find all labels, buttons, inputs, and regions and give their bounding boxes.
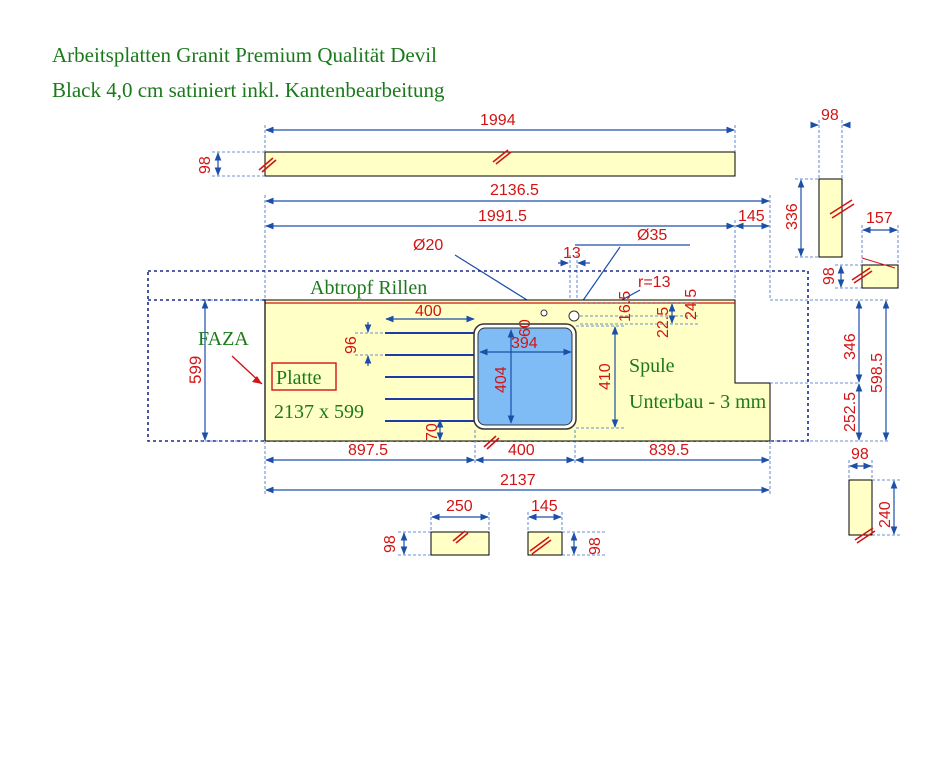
- dim-side-98: 98: [821, 107, 839, 124]
- dim-145-98: 98: [587, 537, 604, 555]
- dim-240: 240: [877, 501, 894, 528]
- platte-label: Platte: [276, 367, 322, 389]
- title-line-1: Arbeitsplatten Granit Premium Qualität D…: [52, 43, 437, 67]
- dim-1994: 1994: [480, 112, 516, 129]
- dim-145-piece: 145: [531, 498, 558, 515]
- dim-400-sink: 400: [508, 442, 535, 459]
- dim-60: 60: [517, 319, 534, 337]
- side-strip-piece: [795, 120, 855, 258]
- dim-599: 599: [186, 356, 205, 384]
- drain-grooves: [385, 332, 475, 422]
- dim-410: 410: [597, 363, 614, 390]
- dim-404: 404: [493, 366, 510, 393]
- abtropf-label: Abtropf Rillen: [310, 277, 427, 299]
- top-strip-piece: [212, 125, 736, 177]
- dim-d20: Ø20: [413, 237, 443, 254]
- dim-2137: 2137: [500, 472, 536, 489]
- platte-size-label: 2137 x 599: [274, 401, 364, 423]
- unterbau-label: Unterbau - 3 mm: [629, 391, 767, 413]
- dim-336: 336: [784, 203, 801, 230]
- dim-157: 157: [866, 210, 893, 227]
- dim-839-5: 839.5: [649, 442, 689, 459]
- dim-16-5: 16.5: [617, 291, 634, 322]
- dim-250-98: 98: [382, 535, 399, 553]
- tap-hole-d20: [540, 309, 548, 317]
- dim-2136-5: 2136.5: [490, 182, 539, 199]
- dim-1991-5: 1991.5: [478, 208, 527, 225]
- dim-598-5: 598.5: [869, 353, 886, 393]
- spule-label: Spule: [629, 355, 675, 377]
- tap-hole-d35: [568, 310, 580, 322]
- dim-r13: r=13: [638, 274, 671, 291]
- title-line-2: Black 4,0 cm satiniert inkl. Kantenbearb…: [52, 78, 445, 102]
- dim-250: 250: [446, 498, 473, 515]
- piece-250: [398, 512, 490, 556]
- piece-240: [848, 460, 900, 544]
- dim-394: 394: [511, 335, 538, 352]
- piece-157: [835, 225, 899, 289]
- dim-d35: Ø35: [637, 227, 667, 244]
- dim-22-5: 22.5: [655, 307, 672, 338]
- d20-leader: [454, 254, 536, 306]
- dim-346: 346: [842, 333, 859, 360]
- dim-897-5: 897.5: [348, 442, 388, 459]
- piece-145: [527, 512, 605, 556]
- dim-24-5: 24.5: [683, 289, 700, 320]
- dim-252-5: 252.5: [842, 392, 859, 432]
- dim-top-strip-98: 98: [197, 156, 214, 174]
- dim-13: 13: [563, 245, 581, 262]
- dim-400-groove: 400: [415, 303, 442, 320]
- platte-box: [271, 362, 337, 391]
- dim-157-98: 98: [821, 267, 838, 285]
- dim-70: 70: [424, 423, 441, 441]
- dim-96: 96: [343, 336, 360, 354]
- dim-240-98: 98: [851, 446, 869, 463]
- dim-145-upper: 145: [738, 208, 765, 225]
- faza-label: FAZA: [198, 328, 249, 350]
